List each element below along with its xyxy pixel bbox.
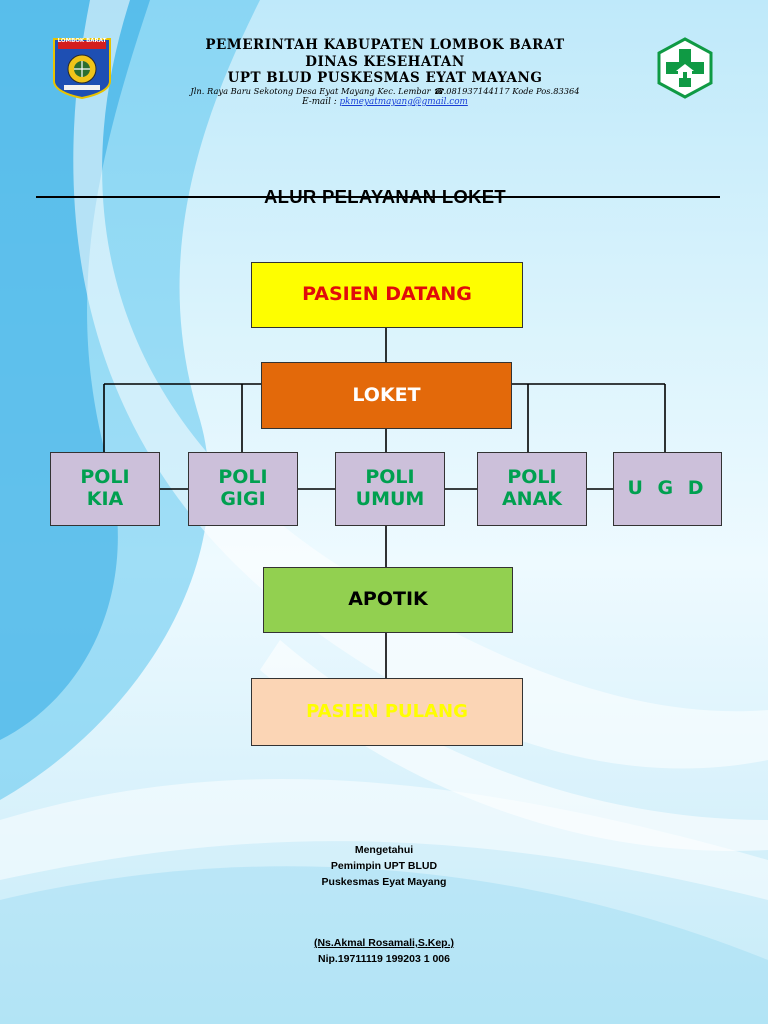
- node-poli-umum: POLI UMUM: [335, 452, 445, 526]
- header-divider: [36, 196, 720, 198]
- puskesmas-cross-logo-icon: [657, 37, 713, 99]
- node-poli-gigi: POLI GIGI: [188, 452, 298, 526]
- node-apotik-label: APOTIK: [348, 588, 428, 611]
- lombok-barat-emblem-icon: [53, 38, 111, 99]
- node-pasien-pulang: PASIEN PULANG: [251, 678, 523, 746]
- logo-left-text: LOMBOK BARAT: [57, 38, 107, 44]
- header-government: PEMERINTAH KABUPATEN LOMBOK BARAT: [205, 37, 565, 53]
- node-ugd-label: U G D: [627, 477, 708, 500]
- node-pasien-datang: PASIEN DATANG: [251, 262, 523, 328]
- node-loket-label: LOKET: [352, 383, 421, 406]
- node-poli-anak-label: POLI ANAK: [501, 466, 563, 510]
- node-pasien-pulang-label: PASIEN PULANG: [306, 700, 468, 722]
- header-institution: UPT BLUD PUSKESMAS EYAT MAYANG: [227, 70, 543, 86]
- node-pasien-datang-label: PASIEN DATANG: [302, 283, 472, 306]
- node-poli-kia-label: POLI KIA: [80, 466, 130, 510]
- email-label: E-mail :: [302, 97, 340, 107]
- header-department: DINAS KESEHATAN: [305, 54, 465, 70]
- email-link[interactable]: pkmeyatmayang@gmail.com: [339, 97, 468, 107]
- header-email: E-mail : pkmeyatmayang@gmail.com: [120, 97, 650, 107]
- diagram-title: ALUR PELAYANAN LOKET: [263, 186, 507, 207]
- node-poli-gigi-label: POLI GIGI: [218, 466, 268, 510]
- node-loket: LOKET: [261, 362, 512, 429]
- signature-acknowledged: Mengetahui: [354, 844, 414, 856]
- node-poli-umum-label: POLI UMUM: [355, 466, 425, 510]
- signature-position: Pemimpin UPT BLUD: [330, 860, 438, 872]
- node-apotik: APOTIK: [263, 567, 513, 633]
- signature-nip: Nip.19711119 199203 1 006: [318, 953, 450, 965]
- node-poli-kia: POLI KIA: [50, 452, 160, 526]
- node-poli-anak: POLI ANAK: [477, 452, 587, 526]
- header-address: Jln. Raya Baru Sekotong Desa Eyat Mayang…: [190, 86, 580, 96]
- node-ugd: U G D: [613, 452, 722, 526]
- signature-institution: Puskesmas Eyat Mayang: [321, 876, 447, 888]
- signature-name: (Ns.Akmal Rosamali,S.Kep.): [313, 937, 455, 949]
